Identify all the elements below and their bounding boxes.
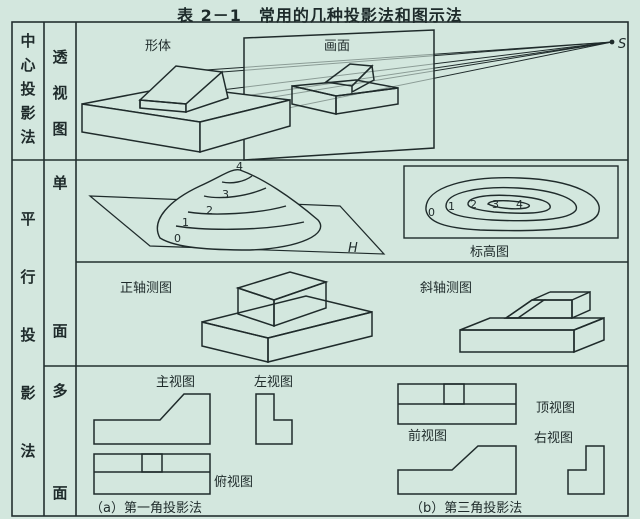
- subcategory-char: 透: [52, 48, 68, 66]
- table-grid: [11, 21, 629, 517]
- subcategory-perspective: 透 视 图: [52, 48, 68, 138]
- perspective-image: [291, 63, 399, 115]
- elevation-number: 4: [516, 198, 523, 211]
- category-char: 投: [20, 326, 35, 344]
- subcategory-char: 多: [52, 382, 67, 400]
- contour-number: 2: [206, 204, 213, 217]
- category-char: 中: [20, 32, 35, 50]
- contour-numbers: 0 1 2 3 4: [174, 160, 243, 245]
- front-view-first: [93, 393, 211, 445]
- front-view-third: [397, 445, 517, 495]
- label-object: 形体: [145, 39, 171, 54]
- category-char: 心: [20, 56, 35, 74]
- label-front-view-first: 主视图: [156, 375, 195, 390]
- perspective-drawing: [81, 29, 613, 161]
- elevation-number: 0: [428, 206, 435, 219]
- category-parallel: 平 行 投 影 法: [19, 210, 35, 460]
- label-front-view-third: 前视图: [408, 428, 447, 444]
- category-char: 影: [20, 384, 35, 402]
- subcategory-single-plane: 单 面: [52, 174, 67, 340]
- subcategory-char: 图: [52, 120, 67, 138]
- label-ortho-axonometric: 正轴测图: [120, 281, 172, 296]
- category-char: 影: [20, 104, 35, 122]
- label-third-angle: （b）第三角投影法: [410, 500, 522, 516]
- contour-number: 3: [222, 188, 229, 201]
- label-right-view-third: 右视图: [534, 431, 573, 446]
- elevation-number: 1: [448, 200, 455, 213]
- elevation-number: 2: [470, 198, 477, 211]
- label-elevation-map: 标高图: [470, 244, 509, 260]
- category-char: 行: [19, 268, 35, 286]
- subcategory-char: 单: [52, 174, 67, 192]
- top-view-first: [93, 453, 211, 495]
- viewpoint-dot: [609, 39, 615, 45]
- table-title: 表 2－1 常用的几种投影法和图示法: [177, 6, 463, 25]
- contour-terrain: [88, 169, 386, 255]
- contour-number: 0: [174, 232, 181, 245]
- label-left-view-first: 左视图: [254, 375, 293, 390]
- third-angle-drawing: [397, 383, 605, 495]
- perspective-object: [81, 65, 291, 153]
- category-char: 法: [20, 442, 35, 460]
- subcategory-char: 面: [52, 484, 67, 502]
- label-plane-h: H: [348, 241, 358, 256]
- ortho-axonometric-drawing: [201, 271, 373, 363]
- label-top-view-first: 俯视图: [214, 474, 253, 490]
- subcategory-char: 视: [52, 84, 67, 102]
- label-picture-plane: 画面: [324, 39, 350, 54]
- subcategory-multi-plane: 多 面: [52, 382, 67, 502]
- label-oblique-axonometric: 斜轴测图: [420, 281, 472, 296]
- first-angle-drawing: [93, 393, 293, 495]
- category-char: 法: [20, 128, 35, 146]
- contour-number: 1: [182, 216, 189, 229]
- label-viewpoint: S: [618, 37, 626, 52]
- label-first-angle: （a）第一角投影法: [90, 500, 202, 516]
- subcategory-char: 面: [52, 322, 67, 340]
- label-top-view-third: 顶视图: [536, 401, 575, 416]
- contour-number: 4: [236, 160, 243, 173]
- right-view-third: [567, 445, 605, 495]
- elevation-map: [403, 165, 619, 239]
- category-char: 平: [20, 210, 35, 228]
- elevation-number: 3: [492, 198, 499, 211]
- category-char: 投: [20, 80, 35, 98]
- left-view-first: [255, 393, 293, 445]
- category-central: 中 心 投 影 法: [20, 32, 35, 146]
- oblique-axonometric-drawing: [459, 290, 605, 354]
- elevation-numbers: 0 1 2 3 4: [428, 198, 523, 219]
